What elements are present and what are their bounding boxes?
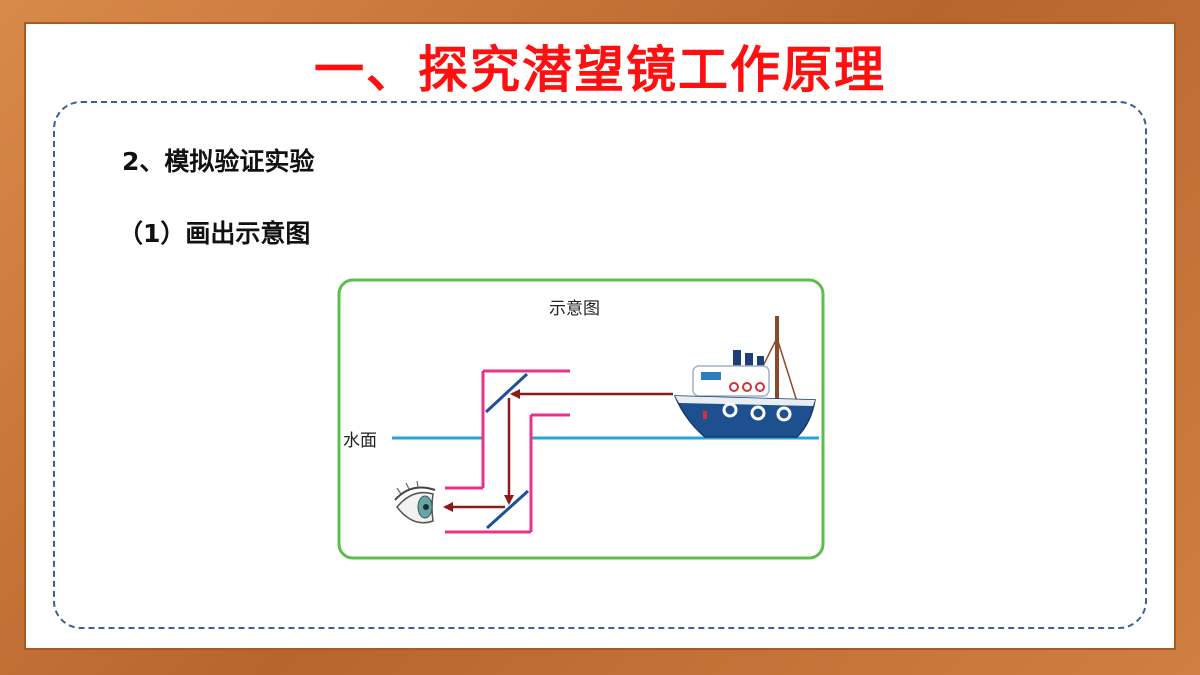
- bottom-mirror: [485, 489, 530, 530]
- top-mirror: [484, 372, 529, 414]
- slide-title: 一、探究潜望镜工作原理: [314, 41, 886, 99]
- diagram-caption: 示意图: [549, 299, 600, 319]
- light-ray: [443, 389, 673, 512]
- periscope-tube: [445, 369, 570, 534]
- ship-icon: [673, 316, 816, 438]
- section-heading: 2、模拟验证实验: [122, 147, 315, 176]
- content-dashed-box: [53, 101, 1147, 629]
- step-heading: （1）画出示意图: [118, 219, 311, 248]
- periscope-diagram: 示意图 水面: [337, 278, 825, 560]
- water-label: 水面: [343, 431, 377, 451]
- eye-icon: [394, 480, 436, 524]
